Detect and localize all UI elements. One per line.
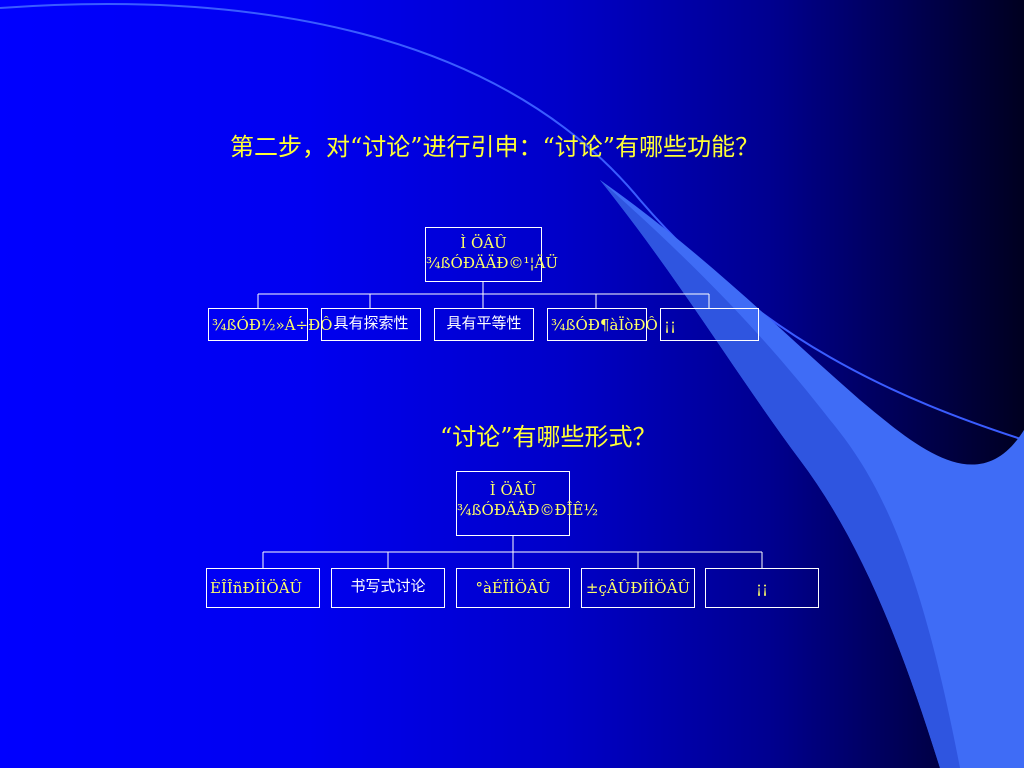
section1-root-node: Ì ÖÂÛ ¾ßÓÐÄÄÐ©¹¦ÄÜ: [425, 227, 559, 282]
section2-child-4: ±çÂÛÐÍÌÖÂÛ: [581, 568, 695, 608]
section1-question: 第二步，对“讨论”进行引申：“讨论”有哪些功能？: [230, 133, 760, 161]
section1-child-3: 具有平等性: [434, 308, 534, 341]
section2-root-node: Ì ÖÂÛ ¾ßÓÐÄÄÐ©ÐÎÊ½: [456, 471, 598, 536]
section2-child-5: ¡­¡­: [705, 568, 819, 608]
root-node-line1: Ì ÖÂÛ: [489, 481, 537, 499]
section1-child-5: ¡­¡­: [660, 308, 759, 341]
root-node-line2: ¾ßÓÐÄÄÐ©ÐÎÊ½: [457, 501, 598, 519]
root-node-line2: ¾ßÓÐÄÄÐ©¹¦ÄÜ: [426, 254, 559, 272]
root-node-line1: Ì ÖÂÛ: [460, 234, 507, 252]
section2-child-2: 书写式讨论: [331, 568, 445, 608]
section2-question: “讨论”有哪些形式？: [440, 423, 657, 451]
section1-child-1: ¾ßÓÐ½»Á÷ÐÔ: [208, 308, 332, 341]
section2-child-3: °àÉÏÌÖÂÛ: [456, 568, 570, 608]
section1-child-4: ¾ßÓÐ¶àÏòÐÔ: [547, 308, 658, 341]
section2-child-1: ÈÎÎñÐÍÌÖÂÛ: [206, 568, 320, 608]
section1-child-2: 具有探索性: [321, 308, 421, 341]
